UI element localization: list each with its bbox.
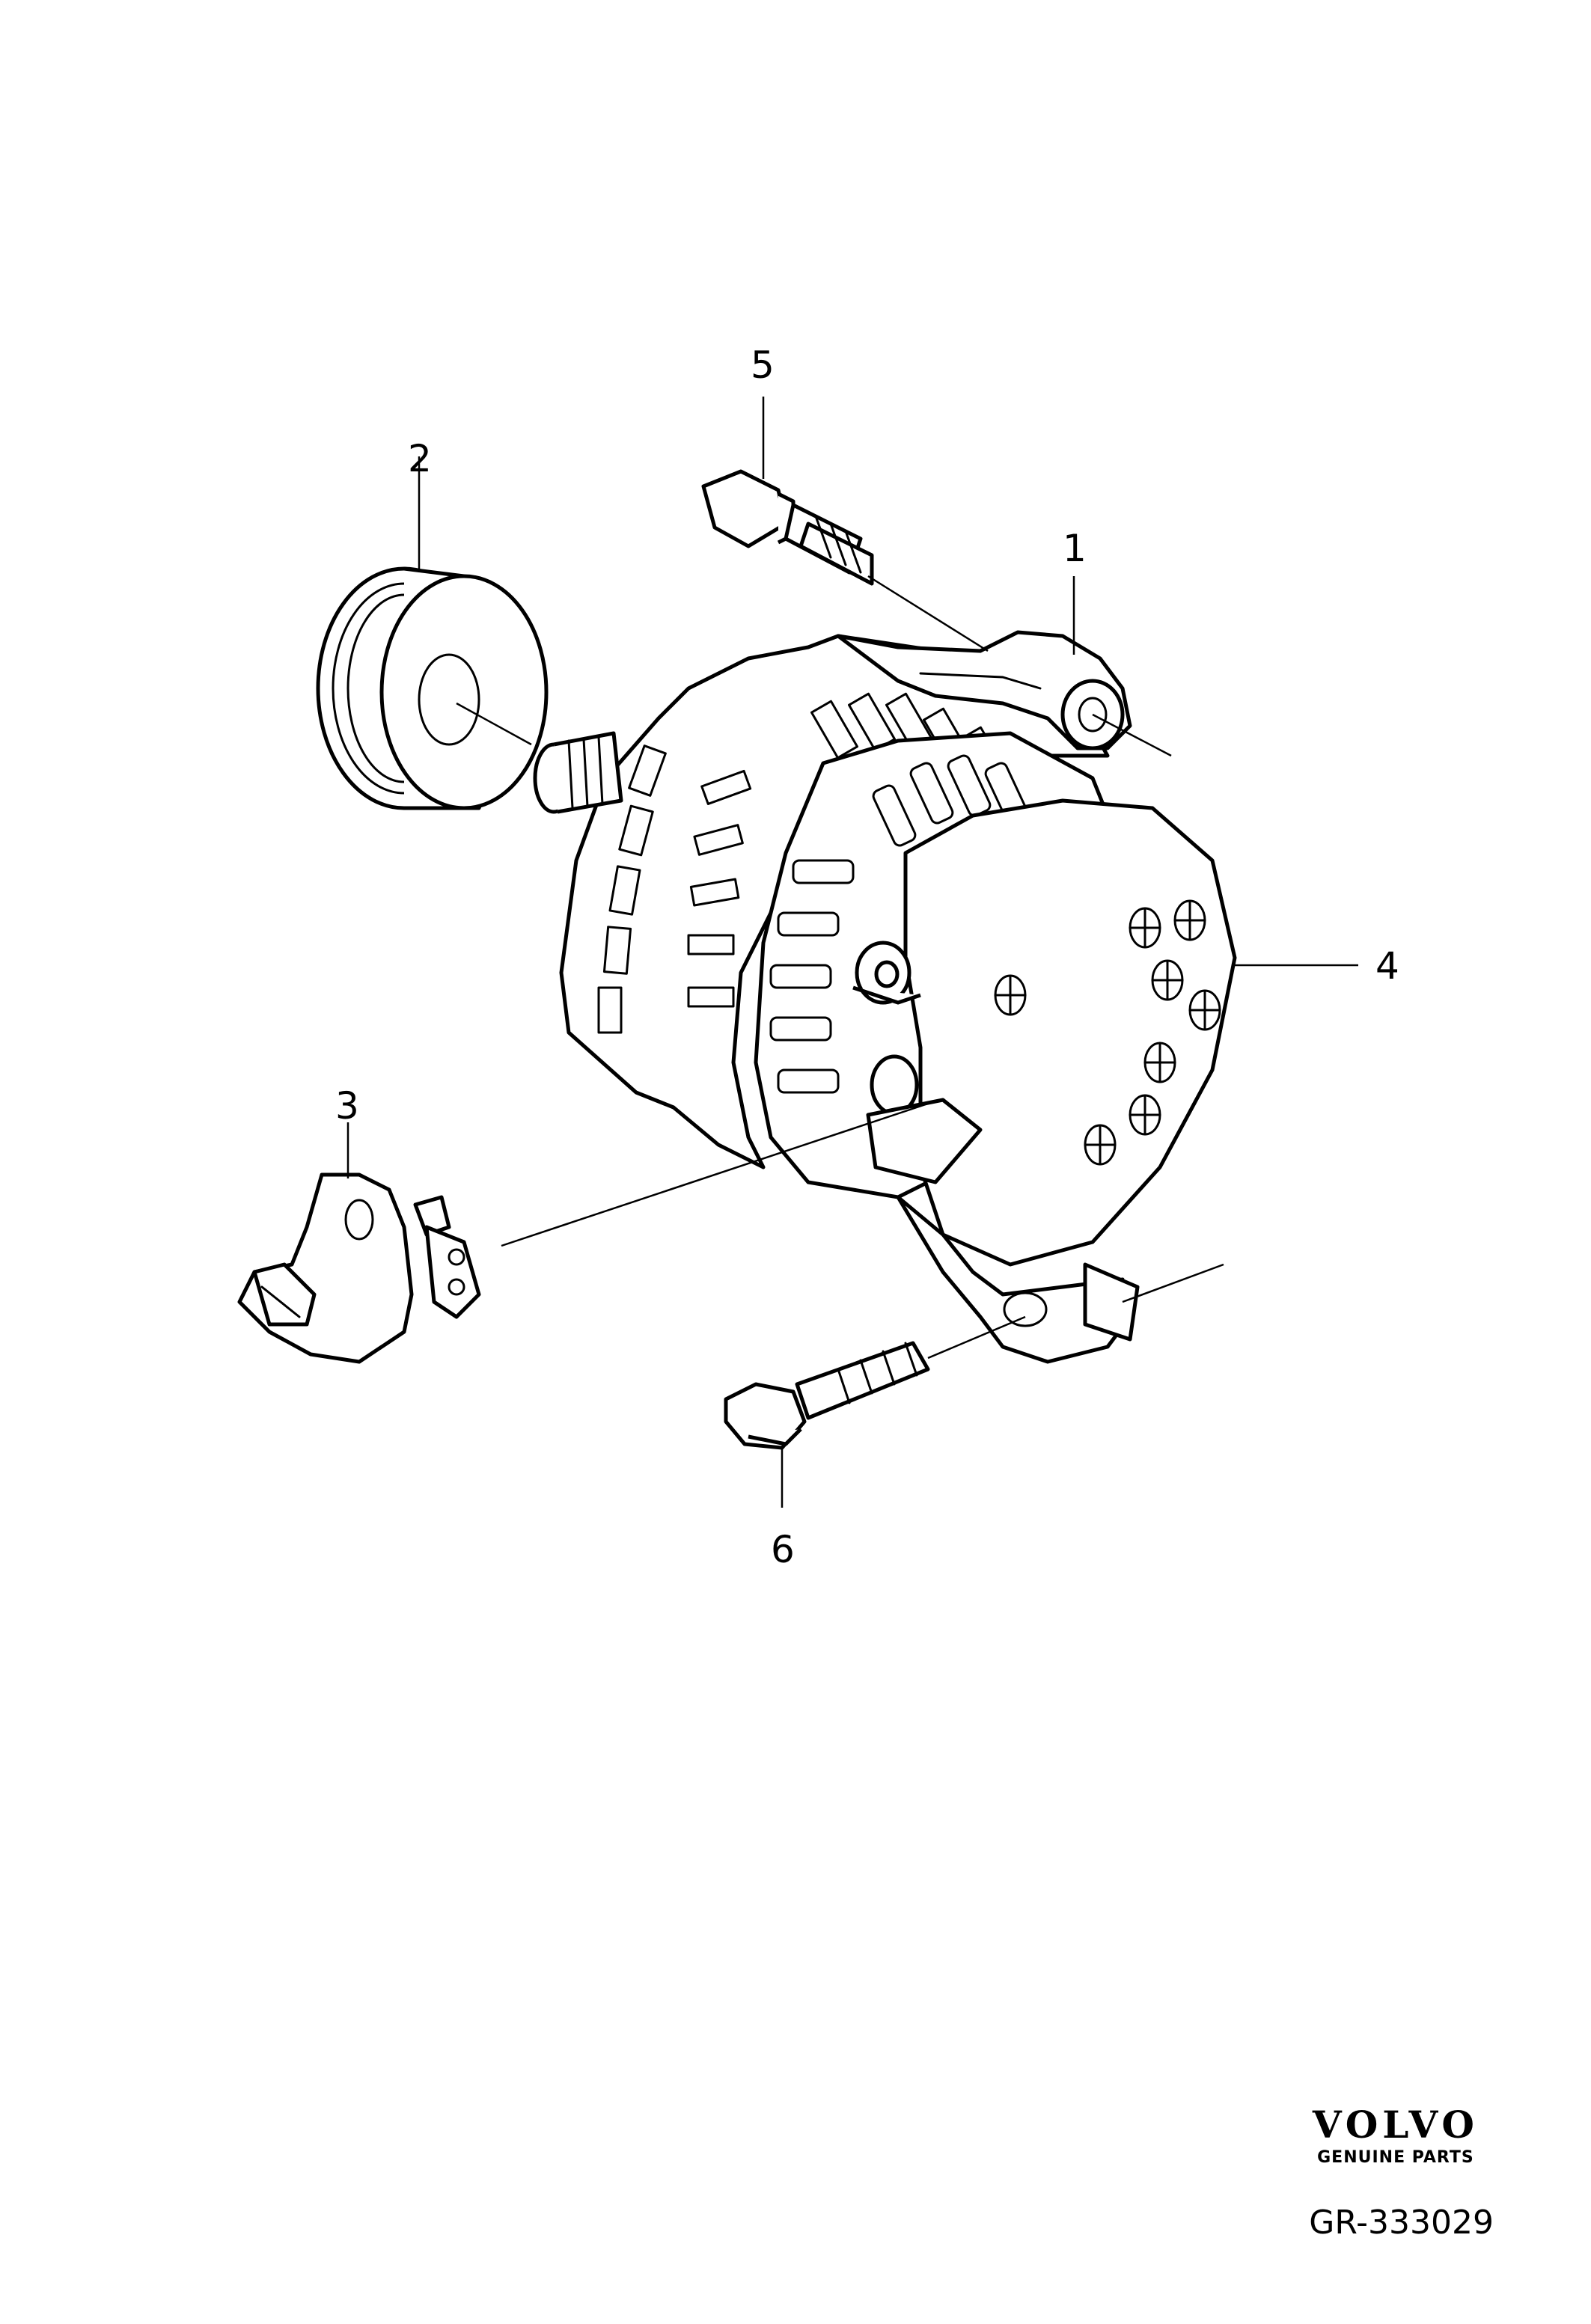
callout-4: 4 — [1375, 944, 1399, 988]
leader-5b — [867, 575, 989, 652]
callout-1: 1 — [1063, 527, 1087, 570]
terminal-stud — [852, 941, 921, 1005]
leader-1b — [1092, 713, 1172, 757]
diagram-reference: GR-333029 — [1309, 2204, 1494, 2242]
leader-3b — [501, 1102, 929, 1247]
leader-6b — [927, 1315, 1026, 1360]
callout-5: 5 — [751, 343, 775, 387]
bolt-part-5 — [701, 469, 874, 586]
callout-3: 3 — [335, 1084, 359, 1128]
alternator-part-4 — [533, 630, 1237, 1364]
bolt-part-6 — [724, 1341, 930, 1450]
rear-fins — [597, 692, 1053, 1034]
callout-6: 6 — [771, 1528, 795, 1571]
leader-2b — [456, 702, 532, 746]
logo-name: VOLVO — [1312, 2103, 1479, 2147]
cover-vent-holes — [994, 899, 1221, 1166]
pulley-part-2 — [316, 566, 549, 810]
mounting-boss — [866, 1054, 983, 1184]
leader-lines — [346, 397, 1358, 1508]
volvo-logo: VOLVO GENUINE PARTS — [1312, 2103, 1479, 2168]
alternator-shaft — [533, 731, 623, 814]
callout-2: 2 — [408, 437, 432, 480]
leader-4b — [1122, 1263, 1224, 1303]
lower-mounting-lug — [896, 1195, 1140, 1364]
bracket-part-3 — [237, 1172, 481, 1364]
logo-tagline: GENUINE PARTS — [1317, 2148, 1474, 2167]
